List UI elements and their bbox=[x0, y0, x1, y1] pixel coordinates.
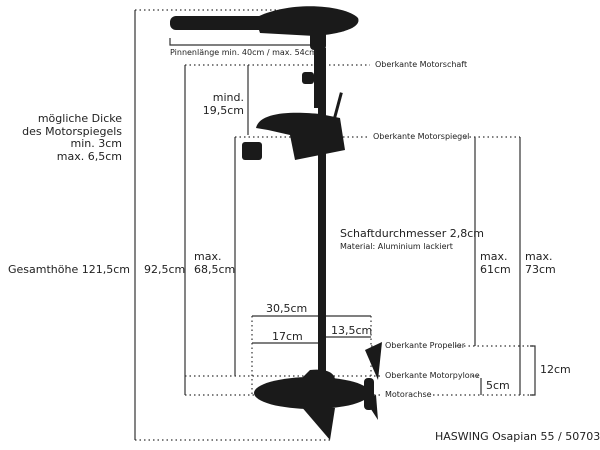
max-61-label: max. 61cm bbox=[480, 250, 511, 276]
len-17-label: 17cm bbox=[272, 330, 303, 343]
text-line: mind. bbox=[212, 91, 244, 104]
top-pylon-label: Oberkante Motorpylone bbox=[385, 371, 480, 380]
text-line: mögliche Dicke bbox=[37, 112, 122, 125]
model-label: HASWING Osapian 55 / 50703-90 bbox=[435, 430, 600, 443]
len-5-label: 5cm bbox=[486, 379, 510, 392]
top-shaft-label: Oberkante Motorschaft bbox=[375, 60, 468, 69]
text-line: min. 3cm bbox=[70, 137, 123, 151]
text-line: 73cm bbox=[525, 262, 556, 276]
max-68-label: max. 68,5cm bbox=[194, 250, 236, 276]
text-line: max. bbox=[525, 250, 553, 263]
tiller-length-label: Pinnenlänge min. 40cm / max. 54cm bbox=[170, 48, 317, 57]
text-line: max. 6,5cm bbox=[56, 149, 122, 163]
text-line: 68,5cm bbox=[194, 262, 236, 276]
shaft-diameter-label: Schaftdurchmesser 2,8cm bbox=[340, 227, 484, 240]
material-label: Material: Aluminium lackiert bbox=[340, 242, 453, 251]
len-12-label: 12cm bbox=[540, 363, 571, 376]
trolling-motor-image bbox=[170, 6, 382, 440]
text-line: max. bbox=[480, 250, 508, 263]
len-13-label: 13,5cm bbox=[331, 324, 373, 337]
min-19-label: mind. 19,5cm bbox=[202, 91, 244, 117]
motor-axis-label: Motorachse bbox=[385, 390, 432, 399]
text-line: des Motorspiegels bbox=[22, 124, 122, 138]
top-transom-label: Oberkante Motorspiegel bbox=[373, 132, 470, 141]
text-line: 19,5cm bbox=[202, 103, 244, 117]
transom-thickness-label: mögliche Dicke des Motorspiegels min. 3c… bbox=[22, 112, 123, 164]
text-line: 61cm bbox=[480, 262, 511, 276]
len-30-label: 30,5cm bbox=[266, 302, 308, 315]
max-73-label: max. 73cm bbox=[525, 250, 556, 276]
tiller-bracket bbox=[169, 38, 318, 46]
len-12-bracket bbox=[530, 345, 536, 396]
text-line: max. bbox=[194, 250, 222, 263]
top-propeller-label: Oberkante Propeller bbox=[385, 341, 465, 350]
height-92-label: 92,5cm bbox=[144, 263, 186, 276]
total-height-label: Gesamthöhe 121,5cm bbox=[8, 263, 130, 276]
